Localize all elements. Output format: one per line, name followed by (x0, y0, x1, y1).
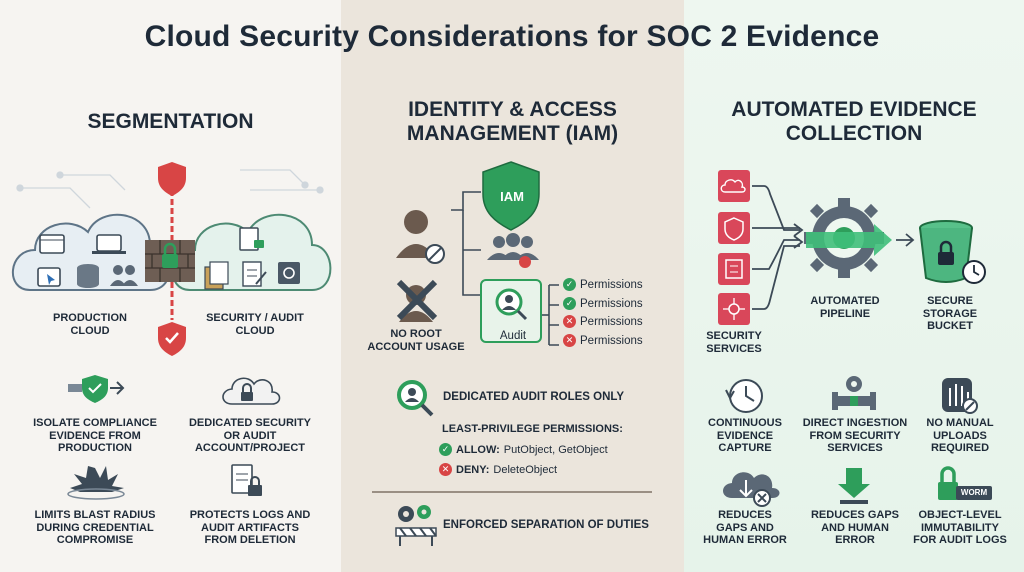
cloud-error-icon (723, 472, 780, 507)
check-icon: ✓ (563, 278, 576, 291)
laptop-icon (92, 234, 126, 254)
users-denied-icon (487, 233, 539, 268)
document-lock-icon (239, 227, 264, 251)
permission-deny-1: ✕Permissions (563, 315, 643, 328)
red-shield-icon (158, 162, 186, 196)
pipeline-gear-icon (804, 198, 892, 278)
audit-role-magnifier-icon (397, 380, 434, 417)
no-root-icon (396, 279, 438, 322)
storage-bucket-icon (919, 220, 986, 284)
automation-points-icons (723, 376, 992, 507)
segmentation-diagram (12, 162, 332, 356)
least-privilege-label: LEAST-PRIVILEGE PERMISSIONS: (442, 423, 623, 435)
x-icon: ✕ (439, 463, 452, 476)
database-icon (77, 264, 99, 288)
document-lock-icon (231, 464, 262, 496)
x-icon: ✕ (563, 315, 576, 328)
page-title: Cloud Security Considerations for SOC 2 … (144, 20, 880, 53)
permission-deny-2: ✕Permissions (563, 334, 643, 347)
worm-label: WORM (960, 488, 988, 497)
checklist-icon (242, 261, 267, 287)
iam-shield-label: IAM (500, 189, 524, 204)
separation-of-duties: ENFORCED SEPARATION OF DUTIES (443, 519, 649, 531)
safe-icon (278, 262, 300, 284)
iam-diagram (396, 161, 559, 346)
browser-icon (39, 234, 65, 254)
blast-icon (67, 466, 125, 500)
shield-arrow-icon (68, 375, 125, 403)
allow-row: ✓ALLOW:PutObject, GetObject (439, 443, 608, 456)
cloud-lock-icon (222, 377, 281, 405)
check-icon: ✓ (439, 443, 452, 456)
magnifier-user-icon (495, 288, 528, 321)
x-icon: ✕ (563, 334, 576, 347)
separation-gears-icon (395, 505, 437, 546)
segmentation-heading: SEGMENTATION (87, 110, 254, 133)
divider (372, 491, 652, 493)
worm-lock-icon (938, 466, 992, 500)
deny-row: ✕DENY:DeleteObject (439, 463, 557, 476)
security-services-icons (718, 170, 750, 325)
segmentation-points-icons (67, 375, 281, 500)
firewall-icon (145, 240, 195, 282)
user-denied-icon (396, 210, 445, 264)
down-arrow-icon (838, 468, 870, 504)
automation-diagram (718, 170, 986, 325)
iam-shield-icon (482, 161, 540, 231)
files-icon (204, 261, 229, 290)
permission-allow-2: ✓Permissions (563, 297, 643, 310)
clock-icon (725, 379, 763, 413)
dedicated-audit-roles: DEDICATED AUDIT ROLES ONLY (443, 391, 625, 403)
permission-allow-1: ✓Permissions (563, 278, 643, 291)
users-icon (110, 265, 138, 286)
audit-label: Audit (499, 330, 527, 342)
check-icon: ✓ (563, 297, 576, 310)
no-hand-icon (942, 378, 978, 414)
window-cursor-icon (37, 267, 61, 287)
gear-pipe-icon (832, 376, 876, 410)
